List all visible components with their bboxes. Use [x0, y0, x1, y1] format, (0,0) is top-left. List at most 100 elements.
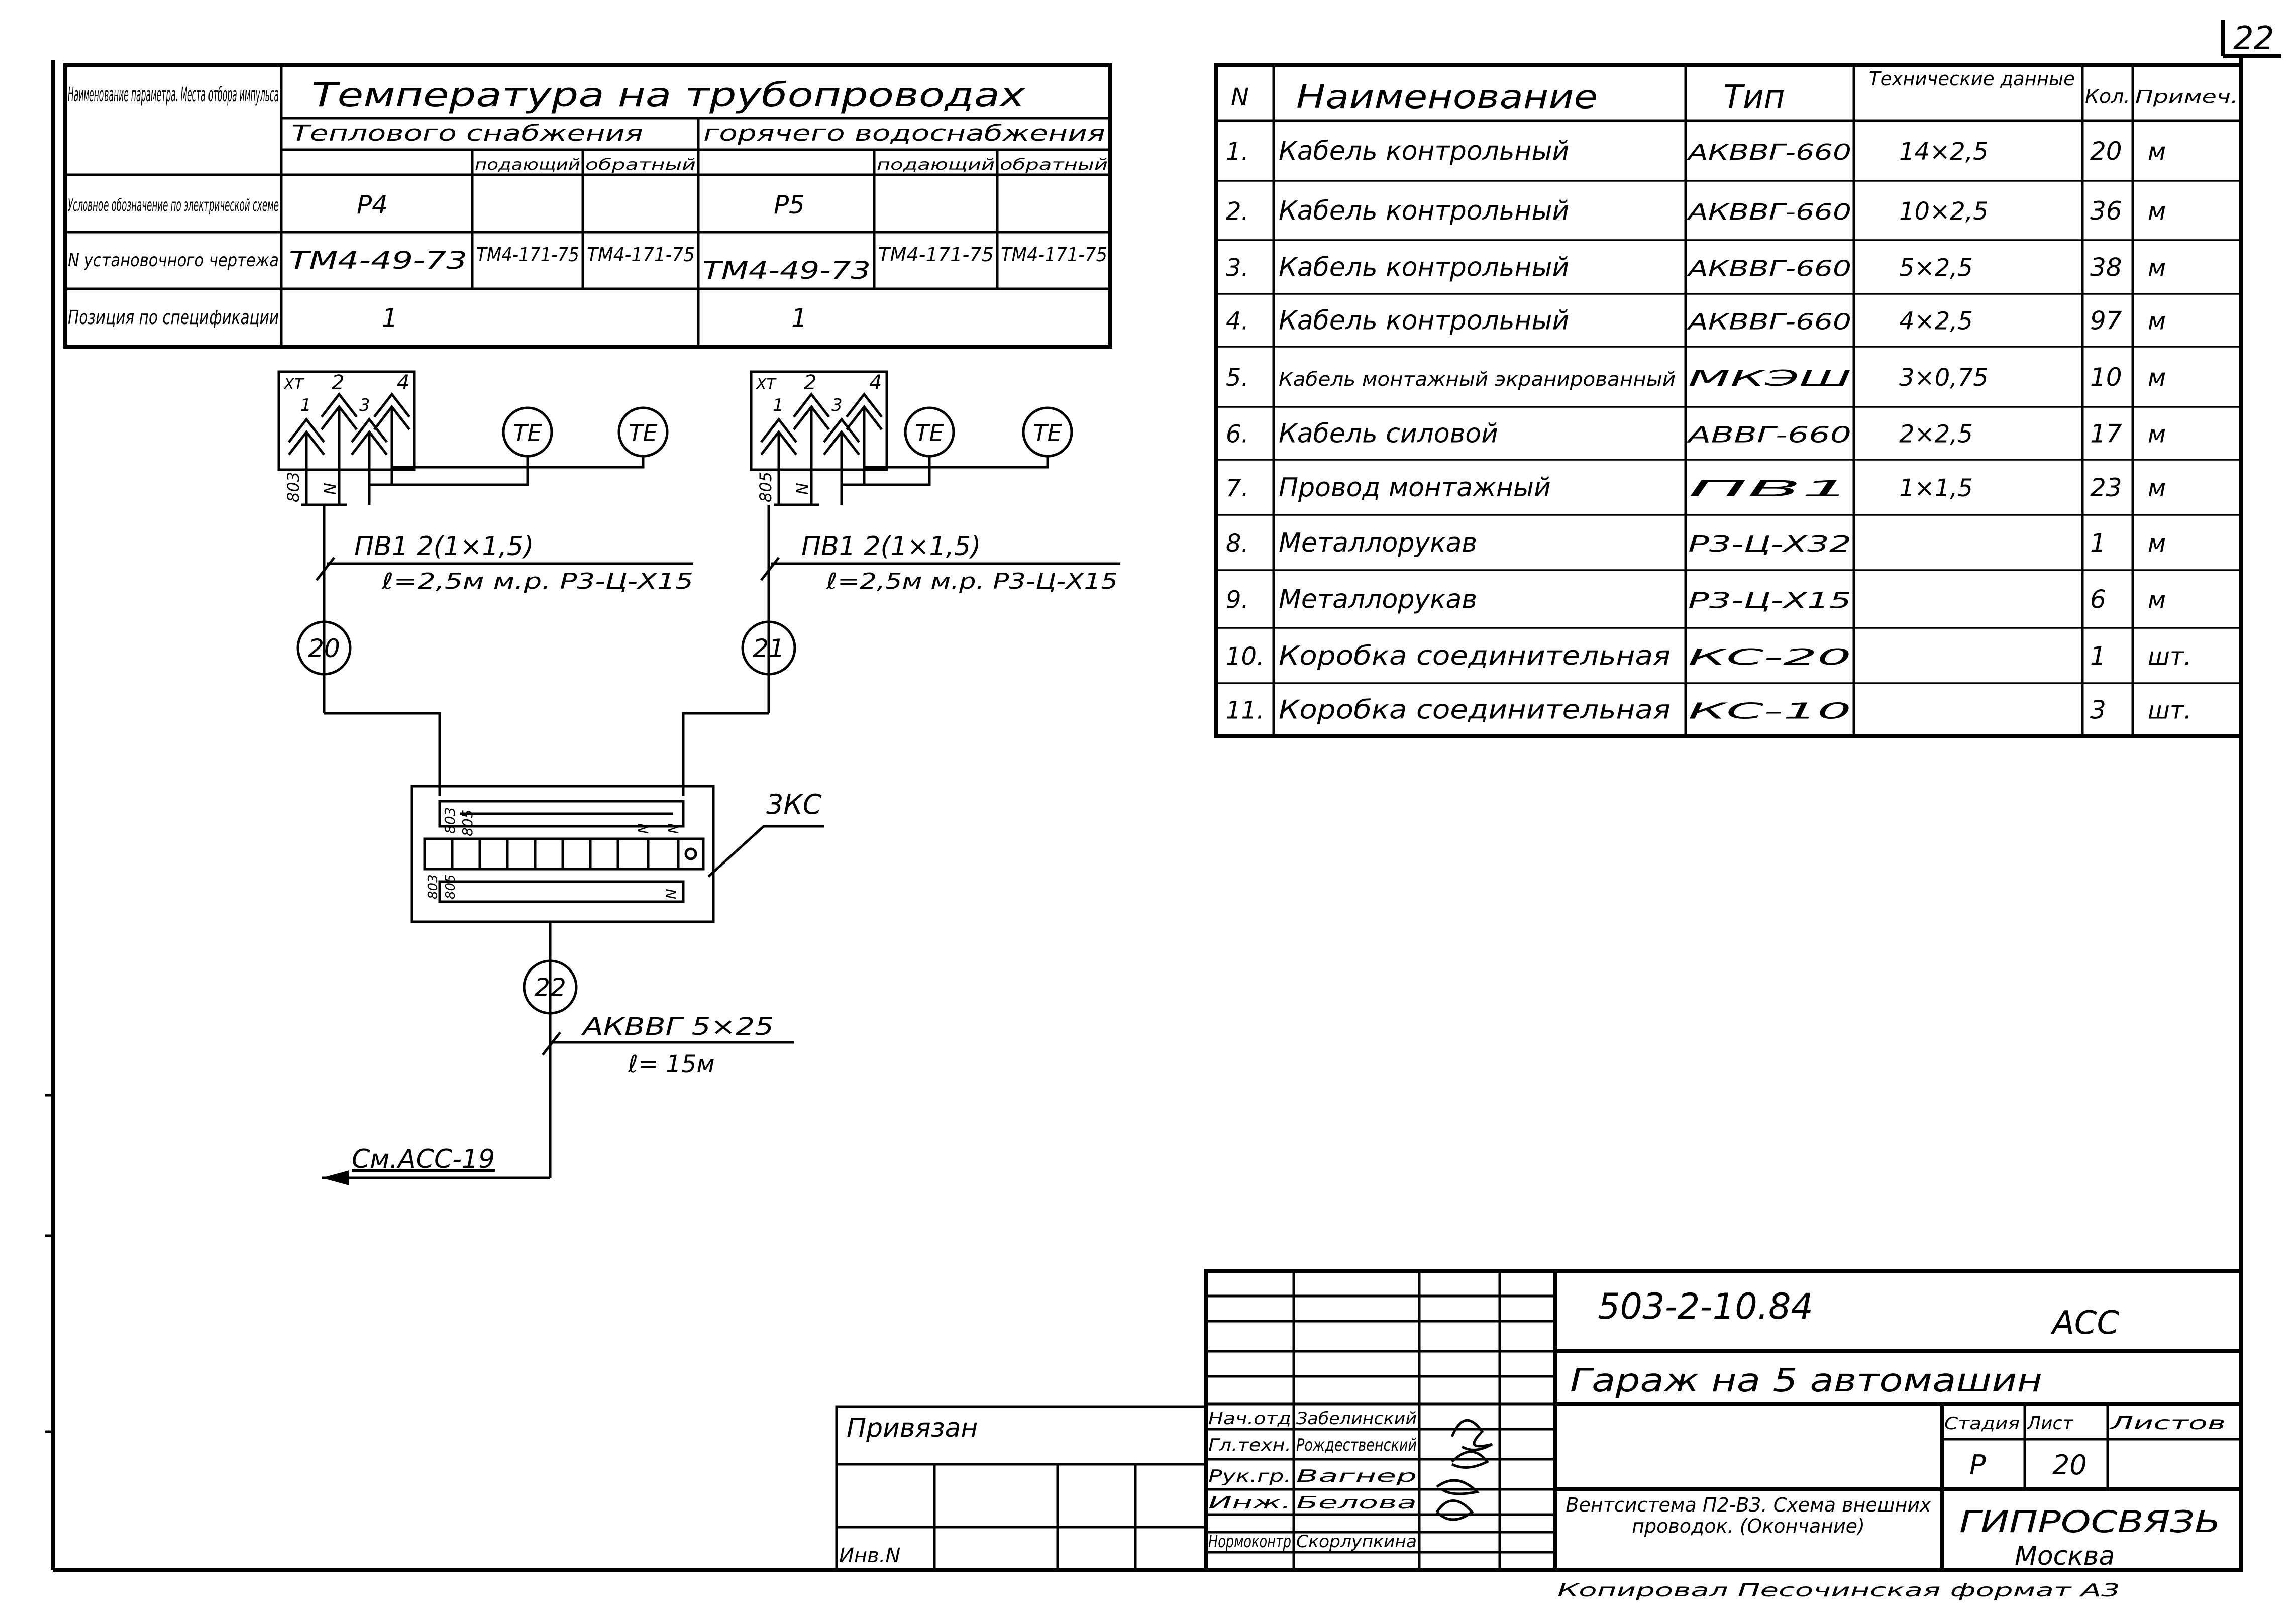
spec-cell-note: шт. — [2148, 697, 2191, 725]
terminal-label: 2 — [332, 371, 344, 394]
role-name: Рождественский — [1296, 1435, 1417, 1455]
terminal-label: 3 — [359, 395, 370, 415]
output-cable-type: АКВВГ 5×25 — [581, 1013, 774, 1041]
inv-label: Инв.N — [839, 1544, 900, 1567]
spec-cell-name: Кабель контрольный — [1279, 253, 1569, 283]
spec-cell-name: Металлорукав — [1279, 585, 1477, 615]
spec-table: N Наименование Тип Технические данные Ко… — [1214, 63, 2243, 738]
temp-sensor-label: ТЕ — [629, 419, 657, 447]
junction-box-label: 3КС — [766, 789, 822, 820]
position-cell: 1 — [382, 303, 398, 333]
designation-p4: Р4 — [357, 190, 388, 220]
binding-block: Привязан Инв.N — [835, 1405, 1207, 1571]
role-name: Белова — [1296, 1493, 1417, 1513]
doc-mark: АСС — [2050, 1305, 2119, 1342]
hose-label-left: ℓ=2,5м м.р. Р3-Ц-Х15 — [381, 569, 693, 594]
temp-sensor-label: ТЕ — [513, 419, 542, 447]
copy-line: Копировал Песочинская формат А3 — [1557, 1580, 2120, 1601]
cable-marker-21: 21 — [753, 634, 785, 663]
group-heating: Теплового снабжения — [291, 121, 643, 146]
spec-header-note: Примеч. — [2135, 87, 2238, 107]
spec-cell-qty: 10 — [2090, 363, 2122, 392]
signature — [1436, 1479, 1480, 1495]
drawing-cell: ТМ4-49-73 — [289, 247, 467, 275]
spec-cell-qty: 97 — [2090, 306, 2122, 336]
box-wire-label: N — [663, 889, 679, 899]
sheet-number: 22 — [2233, 20, 2274, 57]
spec-cell-qty: 20 — [2090, 137, 2122, 166]
stage-value: Р — [1969, 1449, 1986, 1481]
box-wire-label: N — [665, 823, 682, 834]
organization: ГИПРОСВЯЗЬ — [1959, 1504, 2221, 1540]
temp-sensor-circle — [502, 406, 553, 458]
cable-marker-circle — [523, 959, 578, 1015]
role-title: Рук.гр. — [1208, 1466, 1291, 1486]
terminal-label: 2 — [804, 371, 816, 394]
cable-marker-circle — [741, 620, 796, 676]
signature — [1435, 1499, 1474, 1521]
description-box: Вентсистема П2-В3. Схема внешних проводо… — [1566, 1494, 1931, 1537]
cable-marker-22: 22 — [534, 973, 566, 1002]
role-title: Инж. — [1208, 1493, 1291, 1513]
spec-cell-data: 14×2,5 — [1899, 138, 1989, 166]
box-wire-label: 805 — [459, 810, 476, 836]
terminal-label: 3 — [831, 395, 843, 415]
spec-cell-note: шт. — [2148, 642, 2191, 671]
terminal-block-left: ХТ 1 2 3 4 803 N — [277, 370, 645, 713]
spec-cell-qty: 3 — [2090, 696, 2106, 725]
position-cell: 1 — [791, 303, 807, 333]
cable-label-right: ПВ1 2(1×1,5) — [801, 531, 981, 562]
drawing-cell: ТМ4-171-75 — [476, 244, 579, 266]
spec-cell-data: 3×0,75 — [1899, 364, 1989, 392]
hose-label-right: ℓ=2,5м м.р. Р3-Ц-Х15 — [826, 569, 1118, 594]
spec-cell-name: Кабель силовой — [1279, 419, 1498, 449]
spec-header-n: N — [1231, 83, 1249, 112]
spec-cell-n: 7. — [1226, 474, 1249, 502]
drawing-cell: ТМ4-171-75 — [1001, 244, 1107, 266]
city: Москва — [2015, 1541, 2115, 1571]
role-title: Нач.отд — [1208, 1409, 1291, 1429]
wire-803-label: 803 — [284, 472, 303, 502]
sub-header: обратный — [585, 156, 696, 174]
spec-cell-n: 1. — [1226, 138, 1249, 166]
spec-cell-data: 10×2,5 — [1899, 197, 1989, 226]
terminal-label: 1 — [300, 395, 311, 415]
spec-cell-name: Провод монтажный — [1279, 473, 1551, 503]
spec-cell-qty: 17 — [2090, 419, 2122, 449]
spec-cell-n: 5. — [1226, 364, 1249, 392]
title-block: 503-2-10.84 АСС Гараж на 5 автомашин Ста… — [1204, 1269, 2243, 1572]
spec-cell-note: м — [2148, 529, 2166, 558]
spec-cell-name: Кабель контрольный — [1279, 136, 1569, 166]
spec-cell-note: м — [2148, 307, 2166, 336]
output-cable-length: ℓ= 15м — [628, 1050, 715, 1078]
spec-cell-n: 2. — [1226, 197, 1249, 226]
spec-cell-n: 6. — [1226, 420, 1249, 449]
spec-cell-note: м — [2148, 254, 2166, 282]
drawing-cell: ТМ4-171-75 — [878, 244, 994, 266]
spec-cell-qty: 23 — [2090, 473, 2122, 502]
terminal-label: 4 — [397, 371, 409, 394]
spec-cell-name: Металлорукав — [1279, 528, 1477, 558]
binding-label: Привязан — [847, 1413, 978, 1443]
wire-n-label: N — [321, 483, 340, 495]
spec-cell-type: АКВВГ-660 — [1686, 309, 1851, 335]
schematic: ХТ 1 2 3 4 803 N ТЕ ТЕ ХТ 1 — [277, 370, 1120, 1185]
spec-cell-name: Кабель контрольный — [1279, 196, 1569, 226]
role-title: Нормоконтр — [1208, 1532, 1291, 1552]
spec-cell-note: м — [2148, 474, 2166, 502]
sheets-header: Листов — [2109, 1413, 2226, 1434]
temp-sensor-label: ТЕ — [1033, 419, 1062, 447]
project-title: Гараж на 5 автомашин — [1570, 1362, 2042, 1399]
row-header-position: Позиция по спецификации — [68, 306, 279, 329]
spec-cell-note: м — [2148, 197, 2166, 226]
row-header-designation: Условное обозначение по электрической сх… — [68, 195, 279, 215]
xt-label: ХТ — [283, 376, 305, 393]
sheet-header: Лист — [2026, 1413, 2073, 1434]
spec-cell-n: 8. — [1226, 529, 1249, 558]
role-title: Гл.техн. — [1208, 1435, 1291, 1455]
wire-n-label: N — [793, 483, 812, 495]
terminal-block-right: ХТ 1 2 3 4 805 N — [750, 370, 1049, 713]
spec-cell-type: АКВВГ-660 — [1686, 199, 1851, 225]
